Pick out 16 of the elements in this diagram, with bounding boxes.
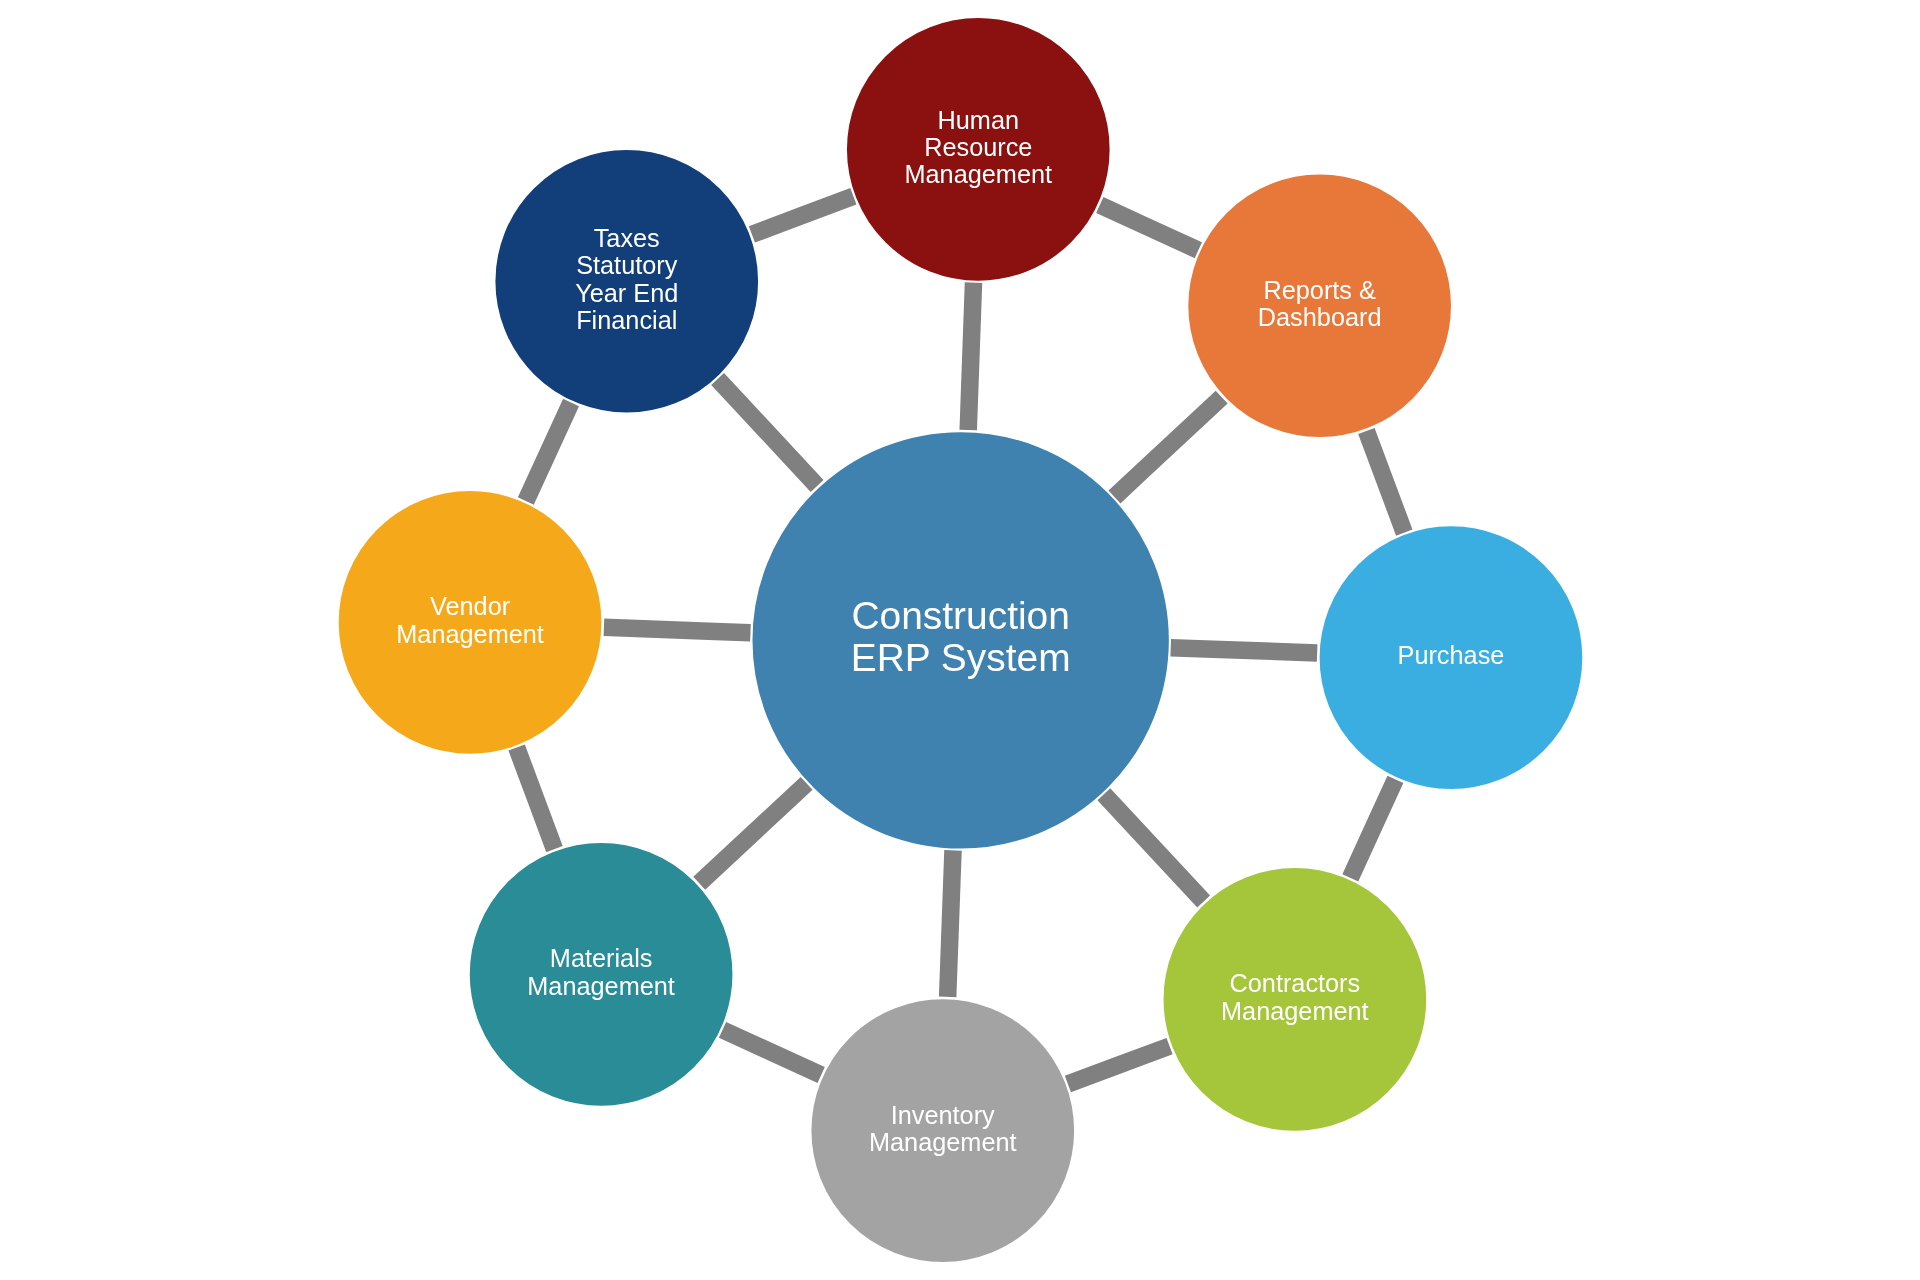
connector [1341,775,1403,882]
connector [1169,639,1317,662]
connector [718,1021,825,1083]
connector [1108,390,1228,504]
connector [1095,197,1202,259]
connector [603,618,751,642]
connector [507,744,563,853]
connector [517,398,579,505]
connector [1357,427,1412,536]
connector [748,188,856,243]
connector [692,777,813,890]
connector [938,850,962,998]
connector [1064,1037,1173,1093]
connector [1096,788,1210,908]
connector [958,282,982,431]
connector [710,373,824,492]
